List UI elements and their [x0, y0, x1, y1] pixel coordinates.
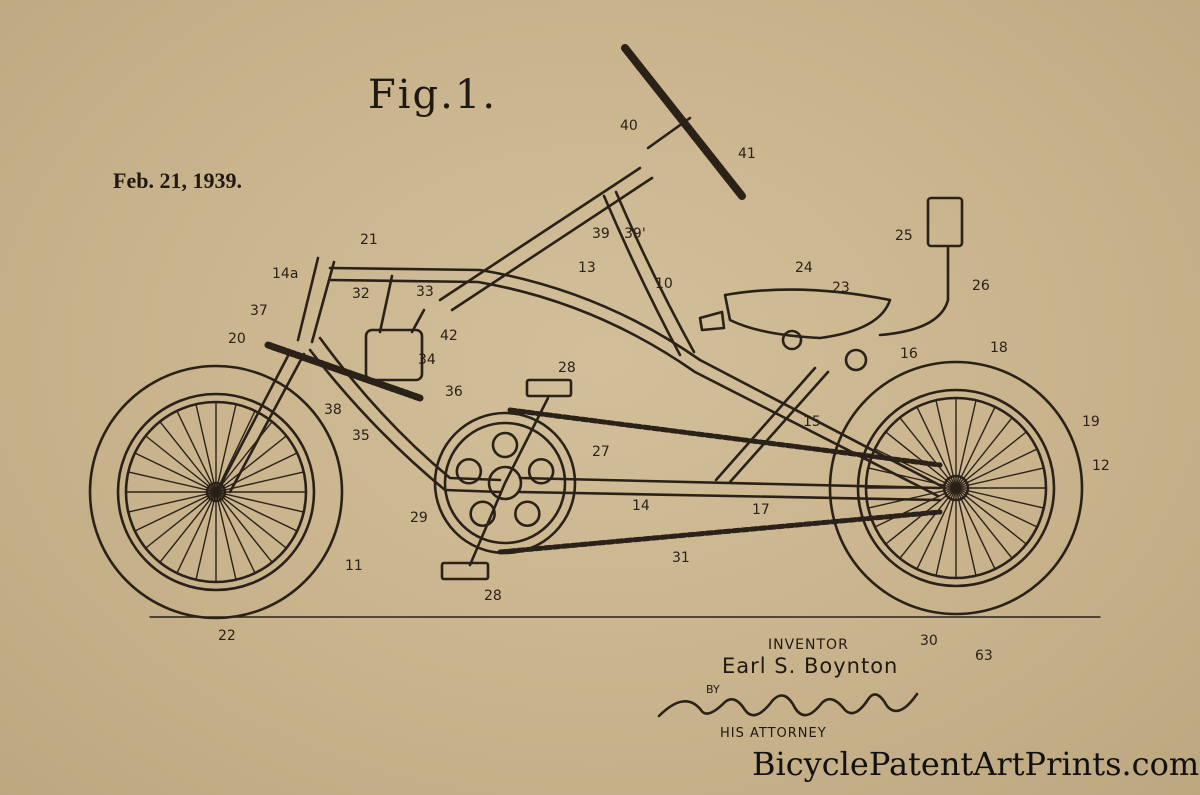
- reference-numeral: 38: [324, 402, 342, 418]
- reference-numeral: 14a: [272, 266, 298, 282]
- watermark: BicyclePatentArtPrints.com: [752, 745, 1199, 783]
- reference-numeral: 41: [738, 146, 756, 162]
- reference-numeral: 25: [895, 228, 913, 244]
- hand-brake: [880, 198, 962, 335]
- reference-numeral: 16: [900, 346, 918, 362]
- attorney-signature: [655, 680, 925, 730]
- attorney-label: HIS ATTORNEY: [720, 726, 827, 741]
- reference-numeral: 63: [975, 648, 993, 664]
- reference-numeral: 30: [920, 633, 938, 649]
- reference-numeral: 24: [795, 260, 813, 276]
- reference-numeral: 19: [1082, 414, 1100, 430]
- reference-numeral: 29: [410, 510, 428, 526]
- reference-numeral: 26: [972, 278, 990, 294]
- front-wheel: [90, 366, 342, 618]
- reference-numeral: 32: [352, 286, 370, 302]
- reference-numeral: 37: [250, 303, 268, 319]
- reference-numeral: 21: [360, 232, 378, 248]
- inventor-name: Earl S. Boynton: [722, 654, 898, 678]
- reference-numeral: 28: [484, 588, 502, 604]
- reference-numeral: 34: [418, 352, 436, 368]
- reference-numeral: 17: [752, 502, 770, 518]
- reference-numeral: 33: [416, 284, 434, 300]
- reference-numeral: 42: [440, 328, 458, 344]
- reference-numeral: 23: [832, 280, 850, 296]
- reference-numeral: 35: [352, 428, 370, 444]
- reference-numeral: 39': [624, 226, 646, 242]
- reference-numeral: 36: [445, 384, 463, 400]
- reference-numeral: 39: [592, 226, 610, 242]
- reference-numeral: 40: [620, 118, 638, 134]
- reference-numeral: 18: [990, 340, 1008, 356]
- reference-numeral: 13: [578, 260, 596, 276]
- reference-numeral: 28: [558, 360, 576, 376]
- rear-wheel: [830, 362, 1082, 614]
- reference-numeral: 11: [345, 558, 363, 574]
- reference-numeral: 14: [632, 498, 650, 514]
- reference-numeral: 15: [803, 414, 821, 430]
- inventor-heading: INVENTOR: [768, 637, 849, 653]
- reference-numeral: 31: [672, 550, 690, 566]
- reference-numeral: 10: [655, 276, 673, 292]
- reference-numeral: 22: [218, 628, 236, 644]
- reference-numeral: 27: [592, 444, 610, 460]
- reference-numeral: 20: [228, 331, 246, 347]
- seat: [700, 290, 890, 370]
- reference-numeral: 12: [1092, 458, 1110, 474]
